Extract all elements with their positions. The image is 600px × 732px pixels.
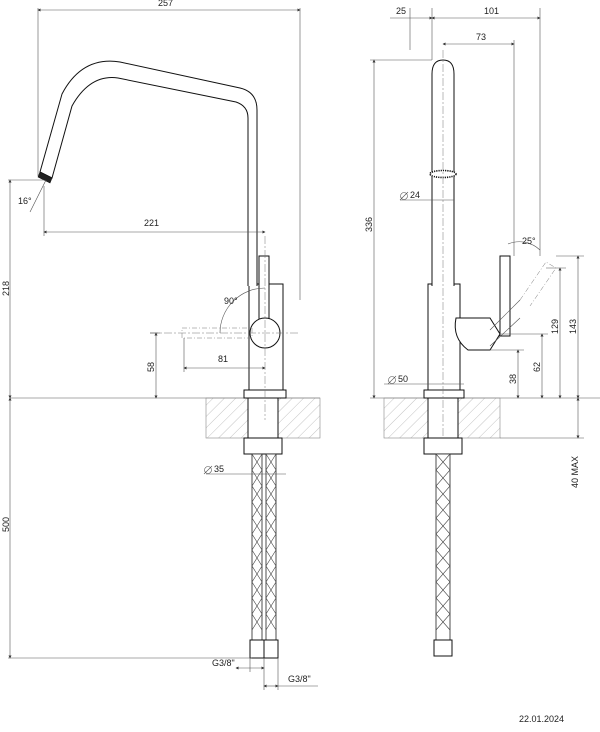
dim-shank-dia: 35: [214, 464, 224, 474]
spout-tube-front: [39, 60, 258, 286]
dim-depth-total: 101: [484, 6, 499, 16]
dim-lever-height: 58: [146, 362, 156, 372]
nut-side: [423, 437, 463, 455]
drawing-date: 22.01.2024: [518, 714, 564, 724]
dim-thread-right: G3/8": [288, 674, 311, 684]
dim-depth-lever: 73: [476, 32, 486, 42]
dim-hose-length: 500: [1, 517, 11, 532]
dim-lever-angle-side: 25°: [522, 236, 536, 246]
dim-lever-low: 62: [532, 362, 542, 372]
spout-tip-front: [37, 171, 53, 184]
dim-base-dia: 50: [398, 374, 408, 384]
lever-angle-arc-front: [219, 287, 266, 334]
side-view: 25 101 73 336 24 25° 143 129 62 38: [364, 6, 600, 657]
dim-thread-left: G3/8": [212, 658, 235, 668]
lever-block-side: [454, 317, 501, 351]
dim-overall-height: 336: [364, 217, 374, 232]
dim-lever-top: 143: [568, 319, 578, 334]
dim-lever-base: 38: [508, 374, 518, 384]
lever-swing-side: [519, 261, 557, 307]
dim-lever-angle-front: 90°: [224, 296, 238, 306]
dim-height-to-spout: 218: [1, 281, 11, 296]
base-flange-side: [423, 389, 465, 399]
front-view: 257 218 16° 221 90° 58 81 35 500: [1, 0, 321, 690]
dim-overall-reach: 257: [158, 0, 173, 8]
dim-lever-mid: 129: [550, 319, 560, 334]
dim-spout-angle: 16°: [18, 196, 32, 206]
dim-spout-reach: 221: [144, 218, 159, 228]
lever-handle-side: [499, 255, 511, 337]
dim-offset-top: 25: [396, 6, 406, 16]
lever-stem-front: [258, 255, 270, 327]
nut-front: [243, 437, 283, 455]
dim-spout-dia: 24: [410, 190, 420, 200]
body-column-side: [427, 283, 461, 391]
dim-max-thickness: 40 MAX: [570, 456, 580, 488]
dim-lever-reach: 81: [218, 354, 228, 364]
braided-hose-side: [433, 453, 453, 657]
braided-hoses-front: [249, 453, 279, 659]
shank-front: [247, 397, 279, 439]
